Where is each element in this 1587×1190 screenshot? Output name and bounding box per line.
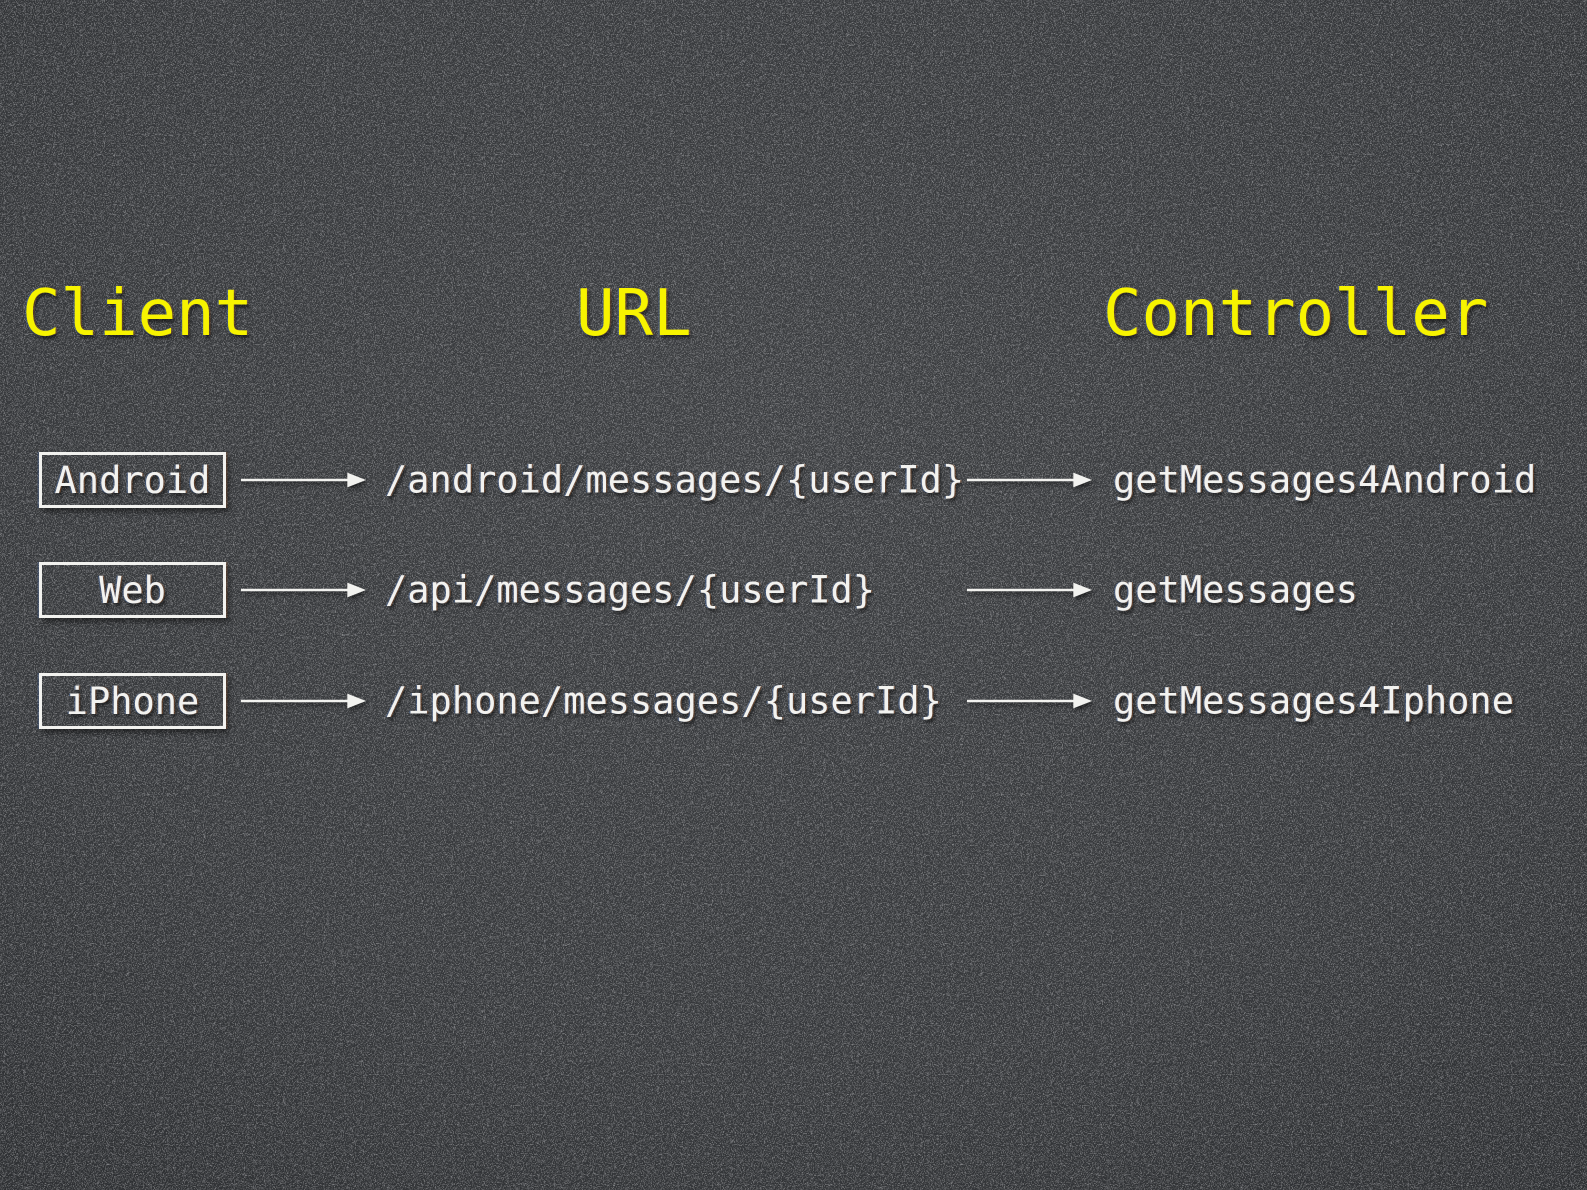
right-arrow-icon bbox=[240, 693, 367, 709]
right-arrow-icon bbox=[966, 693, 1093, 709]
right-arrow-icon bbox=[240, 472, 367, 488]
right-arrow-icon bbox=[966, 582, 1093, 598]
controller-text: getMessages4Android bbox=[1113, 458, 1537, 502]
client-label: iPhone bbox=[65, 679, 200, 723]
url-text: /iphone/messages/{userId} bbox=[385, 679, 942, 723]
client-box-android: Android bbox=[39, 452, 226, 508]
client-label: Android bbox=[54, 458, 211, 502]
mapping-row-iphone: iPhone /iphone/messages/{userId} getMess… bbox=[0, 673, 1587, 729]
url-text: /api/messages/{userId} bbox=[385, 568, 876, 612]
controller-text: getMessages bbox=[1113, 568, 1359, 612]
header-client: Client bbox=[22, 277, 254, 351]
right-arrow-icon bbox=[240, 582, 367, 598]
url-text: /android/messages/{userId} bbox=[385, 458, 965, 502]
header-url: URL bbox=[576, 277, 692, 351]
client-box-iphone: iPhone bbox=[39, 673, 226, 729]
client-box-web: Web bbox=[39, 562, 226, 618]
controller-text: getMessages4Iphone bbox=[1113, 679, 1514, 723]
header-controller: Controller bbox=[1103, 277, 1489, 351]
mapping-row-android: Android /android/messages/{userId} getMe… bbox=[0, 452, 1587, 508]
right-arrow-icon bbox=[966, 472, 1093, 488]
mapping-row-web: Web /api/messages/{userId} getMessages bbox=[0, 562, 1587, 618]
client-label: Web bbox=[99, 568, 166, 612]
